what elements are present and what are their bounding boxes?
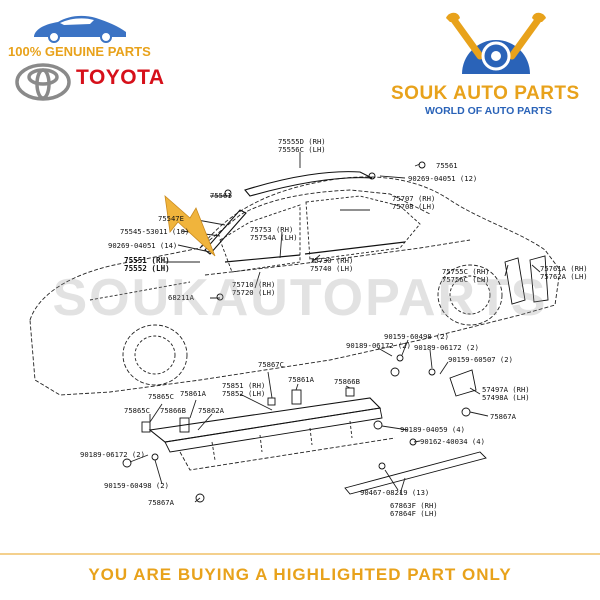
part-label: 75866B: [160, 406, 186, 415]
part-label: 75761A (RH): [540, 264, 588, 273]
part-label: 90189-06172 (2): [346, 341, 411, 350]
part-label: 75710 (RH): [232, 280, 275, 289]
part-label: 67863F (RH): [390, 501, 438, 510]
part-label: 57498A (LH): [482, 393, 530, 402]
part-label: 75753 (RH): [250, 225, 293, 234]
car-silhouette-icon: [34, 15, 126, 43]
part-label: 75862A: [198, 406, 225, 415]
part-label: 75555D (RH): [278, 137, 326, 146]
part-label: 75756C (LH): [442, 275, 490, 284]
part-label: 75754A (LH): [250, 233, 298, 242]
part-label: 75545-53011 (10): [120, 227, 189, 236]
part-label: 90159-60507 (2): [448, 355, 513, 364]
part-label: 75861A: [288, 375, 315, 384]
part-label: 75740 (LH): [310, 264, 353, 273]
part-label: 75561: [210, 191, 232, 200]
part-label: 75865C: [124, 406, 150, 415]
footer-bar: [0, 553, 600, 555]
genuine-parts-text: 100% GENUINE PARTS: [8, 44, 151, 59]
part-label: 90159-60498 (2): [104, 481, 169, 490]
toyota-logo-icon: [15, 63, 71, 101]
part-label: 90189-06172 (2): [414, 343, 479, 352]
part-label: 90467-08219 (13): [360, 488, 429, 497]
part-label-highlighted: 75551 (RH): [124, 256, 170, 265]
parts-diagram: 75555D (RH) 75556C (LH) 75561 90269-0405…: [29, 137, 588, 518]
toyota-brand-text: TOYOTA: [76, 66, 165, 89]
souk-logo-icon: [446, 12, 546, 74]
part-label: 75707 (RH): [392, 194, 435, 203]
watermark-text: SOUKAUTOPARTS: [52, 269, 548, 327]
part-label: 75867A: [490, 412, 517, 421]
part-label: 75708 (LH): [392, 202, 435, 211]
part-label: 90189-04059 (4): [400, 425, 465, 434]
part-label: 75755C (RH): [442, 267, 490, 276]
part-label: 90162-40034 (4): [420, 437, 485, 446]
part-label: 75851 (RH): [222, 381, 265, 390]
part-label: 75852 (LH): [222, 389, 265, 398]
part-label: 67864F (LH): [390, 509, 438, 518]
part-label: 75866B: [334, 377, 360, 386]
part-label: 75865C: [148, 392, 174, 401]
part-label: 75547E: [158, 214, 184, 223]
car-outline: [29, 152, 561, 503]
part-label: 75867C: [258, 360, 284, 369]
part-label: 68211A: [168, 293, 195, 302]
highlight-arrow-icon: [164, 194, 216, 257]
footer-notice: YOU ARE BUYING A HIGHLIGHTED PART ONLY: [88, 565, 512, 584]
part-label: 90159-60498 (2): [384, 332, 449, 341]
part-label: 75556C (LH): [278, 145, 326, 154]
part-label: 75561: [436, 161, 458, 170]
part-label: 90269-04051 (14): [108, 241, 177, 250]
part-label: 90269-04051 (12): [408, 174, 477, 183]
souk-auto-parts-text: SOUK AUTO PARTS: [391, 83, 580, 104]
souk-tagline-text: WORLD OF AUTO PARTS: [425, 105, 552, 117]
part-label: 75867A: [148, 498, 175, 507]
part-label-highlighted: 75552 (LH): [124, 264, 170, 273]
part-label: 57497A (RH): [482, 385, 530, 394]
part-label: 75720 (LH): [232, 288, 275, 297]
part-label: 90189-06172 (2): [80, 450, 145, 459]
part-label: 75861A: [180, 389, 207, 398]
part-label: 75730 (RH): [310, 256, 353, 265]
part-label: 75762A (LH): [540, 272, 588, 281]
header-brand-area: 100% GENUINE PARTS TOYOTA SOUK AUTO PART…: [0, 0, 600, 117]
